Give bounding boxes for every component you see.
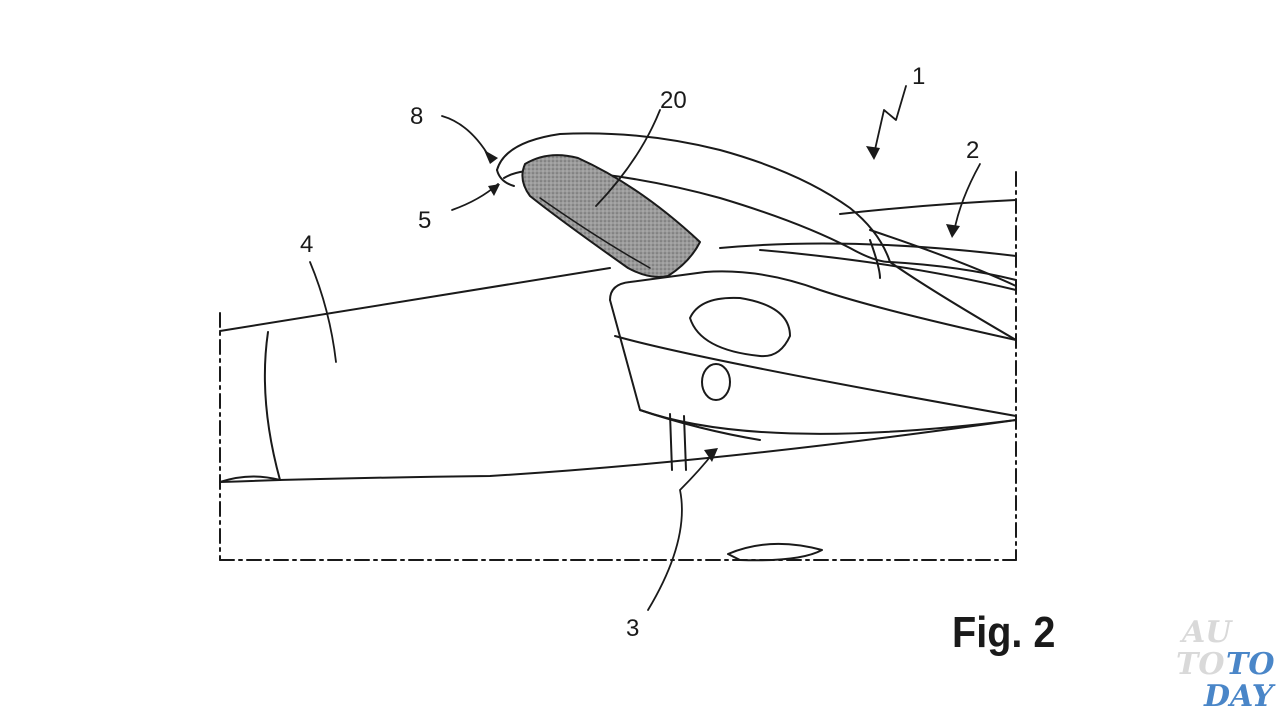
autotoday-watermark-logo: AU TO TO DAY	[1176, 618, 1276, 718]
arrowheads	[484, 146, 960, 462]
ref-label-8: 8	[410, 103, 423, 130]
ref-label-1: 1	[912, 63, 925, 90]
windshield-body	[219, 267, 1017, 483]
ref-label-5: 5	[418, 207, 431, 234]
roof-edge	[719, 199, 1017, 291]
watermark-text-au: AU	[1182, 615, 1232, 650]
ref-label-2: 2	[966, 137, 979, 164]
reference-numerals: 1 2 3 4 5 8 20	[300, 63, 979, 642]
watermark-text-day: DAY	[1204, 679, 1274, 714]
ref-label-4: 4	[300, 231, 313, 258]
watermark-text-to-accent: TO	[1226, 647, 1275, 682]
leader-lines	[309, 85, 981, 611]
frame-dashdot	[219, 171, 1017, 561]
ref-label-20: 20	[660, 87, 687, 114]
door-panel	[609, 270, 1017, 562]
airbag-cushion	[521, 154, 701, 278]
figure-caption: Fig. 2	[952, 608, 1056, 657]
watermark-text-to: TO	[1176, 647, 1225, 682]
ref-label-3: 3	[626, 615, 639, 642]
